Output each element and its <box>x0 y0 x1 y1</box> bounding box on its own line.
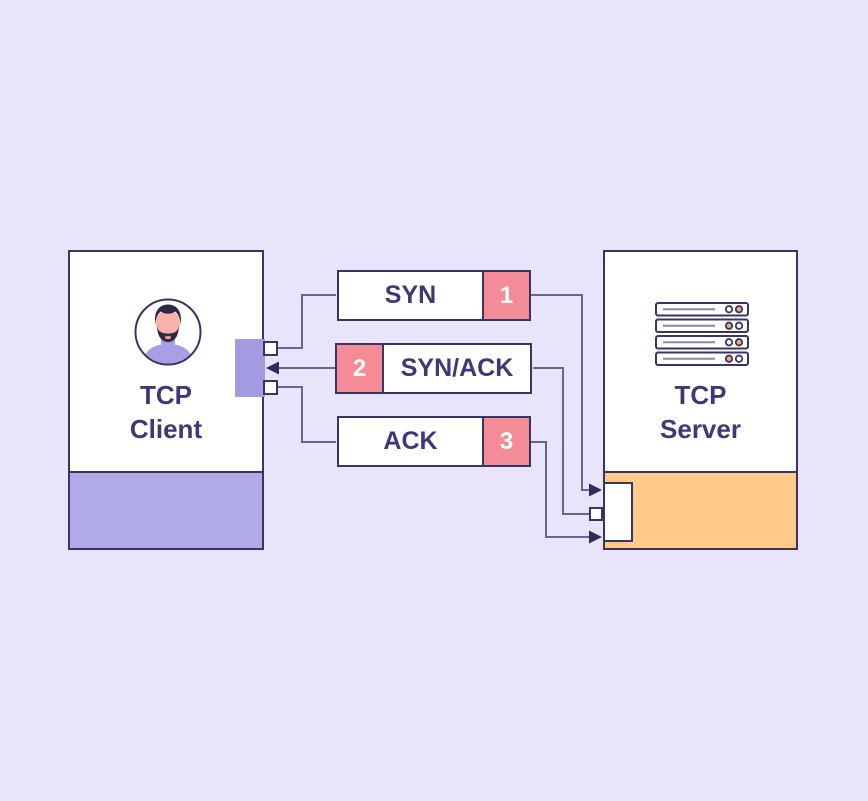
syn-ack-label: SYN/ACK <box>400 354 514 382</box>
server-port-connector <box>603 482 633 542</box>
client-footer-band <box>70 471 262 548</box>
server-footer-band <box>605 471 796 548</box>
syn-line-client-segment <box>277 294 336 349</box>
message-syn-ack: 2 SYN/ACK <box>335 343 532 394</box>
synack-arrowhead <box>266 361 279 375</box>
syn-line-server-segment <box>531 294 590 491</box>
syn-label: SYN <box>384 281 437 309</box>
message-ack: ACK 3 <box>337 416 531 467</box>
ack-line-client-segment <box>277 386 336 443</box>
ack-label: ACK <box>383 427 438 455</box>
tcp-client-label: TCP Client <box>129 380 203 444</box>
client-port-top <box>263 341 278 356</box>
syn-arrowhead <box>589 483 602 497</box>
tcp-server-box: TCP Server <box>603 250 798 550</box>
tcp-server-label: TCP Server <box>660 380 741 444</box>
step-badge-3: 3 <box>482 418 529 465</box>
message-syn: SYN 1 <box>337 270 531 321</box>
synack-line-server-segment <box>533 367 589 515</box>
client-port-bottom <box>263 380 278 395</box>
ack-arrowhead <box>589 530 602 544</box>
tcp-client-box: TCP Client <box>68 250 264 550</box>
client-port-connector <box>235 339 265 397</box>
server-port <box>589 507 603 521</box>
step-badge-1: 1 <box>482 272 529 319</box>
ack-line-server-segment <box>531 441 590 538</box>
step-badge-2: 2 <box>337 345 384 392</box>
server-rack-icon <box>655 302 749 366</box>
person-avatar-icon <box>134 298 202 366</box>
